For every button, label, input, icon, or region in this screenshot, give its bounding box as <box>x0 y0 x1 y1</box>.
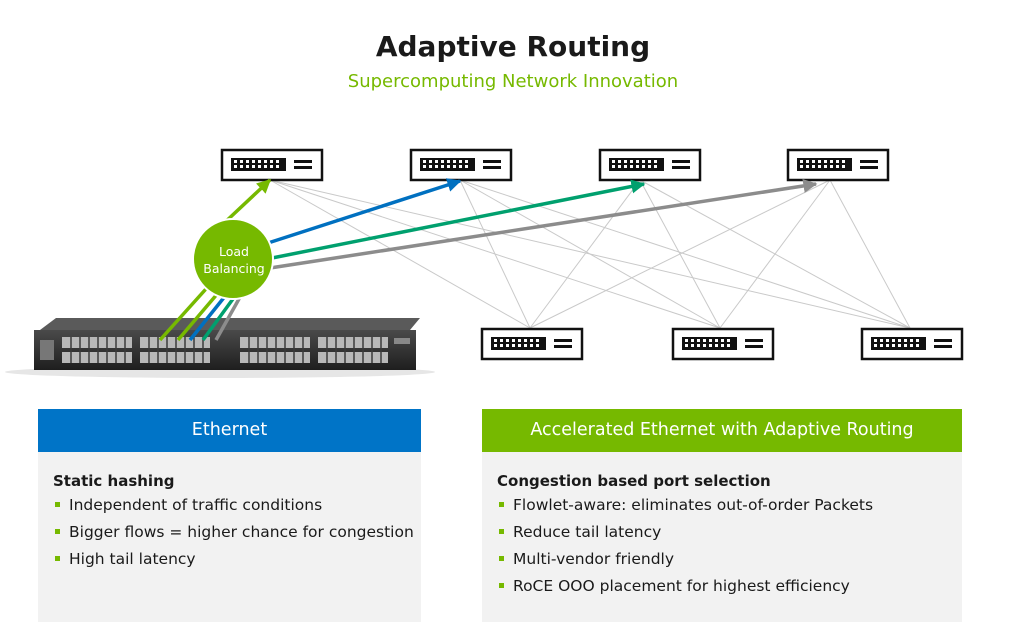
adaptive-routing-panel: Accelerated Ethernet with Adaptive Routi… <box>482 409 962 622</box>
adaptive-routing-panel-body: Congestion based port selection Flowlet-… <box>482 452 962 596</box>
page-subtitle: Supercomputing Network Innovation <box>347 71 679 92</box>
ethernet-panel-heading: Static hashing <box>53 472 175 490</box>
adaptive-routing-panel-heading: Congestion based port selection <box>497 472 771 490</box>
adaptive-routing-bullet-list: Flowlet-aware: eliminates out-of-order P… <box>497 496 962 596</box>
bottom-switch <box>860 327 964 361</box>
ethernet-bullet-list: Independent of traffic conditions Bigger… <box>53 496 421 569</box>
bullet-item: RoCE OOO placement for highest efficienc… <box>497 577 962 596</box>
ethernet-panel: Ethernet Static hashing Independent of t… <box>38 409 421 622</box>
bullet-item: High tail latency <box>53 550 421 569</box>
bullet-item: Reduce tail latency <box>497 523 962 542</box>
bottom-switch <box>480 327 584 361</box>
network-diagram <box>5 148 964 378</box>
bullet-item: Independent of traffic conditions <box>53 496 421 515</box>
bullet-item: Bigger flows = higher chance for congest… <box>53 523 421 542</box>
bullet-item: Multi-vendor friendly <box>497 550 962 569</box>
bullet-item: Flowlet-aware: eliminates out-of-order P… <box>497 496 962 515</box>
load-balancer-node <box>192 218 274 300</box>
ethernet-panel-header: Ethernet <box>38 409 421 452</box>
top-switch <box>598 148 702 182</box>
bottom-switch <box>671 327 775 361</box>
adaptive-routing-panel-header: Accelerated Ethernet with Adaptive Routi… <box>482 409 962 452</box>
chassis-switch <box>5 318 435 378</box>
top-switch <box>409 148 513 182</box>
top-switch <box>786 148 890 182</box>
top-switch <box>220 148 324 182</box>
ethernet-panel-body: Static hashing Independent of traffic co… <box>38 452 421 569</box>
routing-arrows <box>220 178 818 270</box>
page-title: Adaptive Routing <box>375 30 651 63</box>
